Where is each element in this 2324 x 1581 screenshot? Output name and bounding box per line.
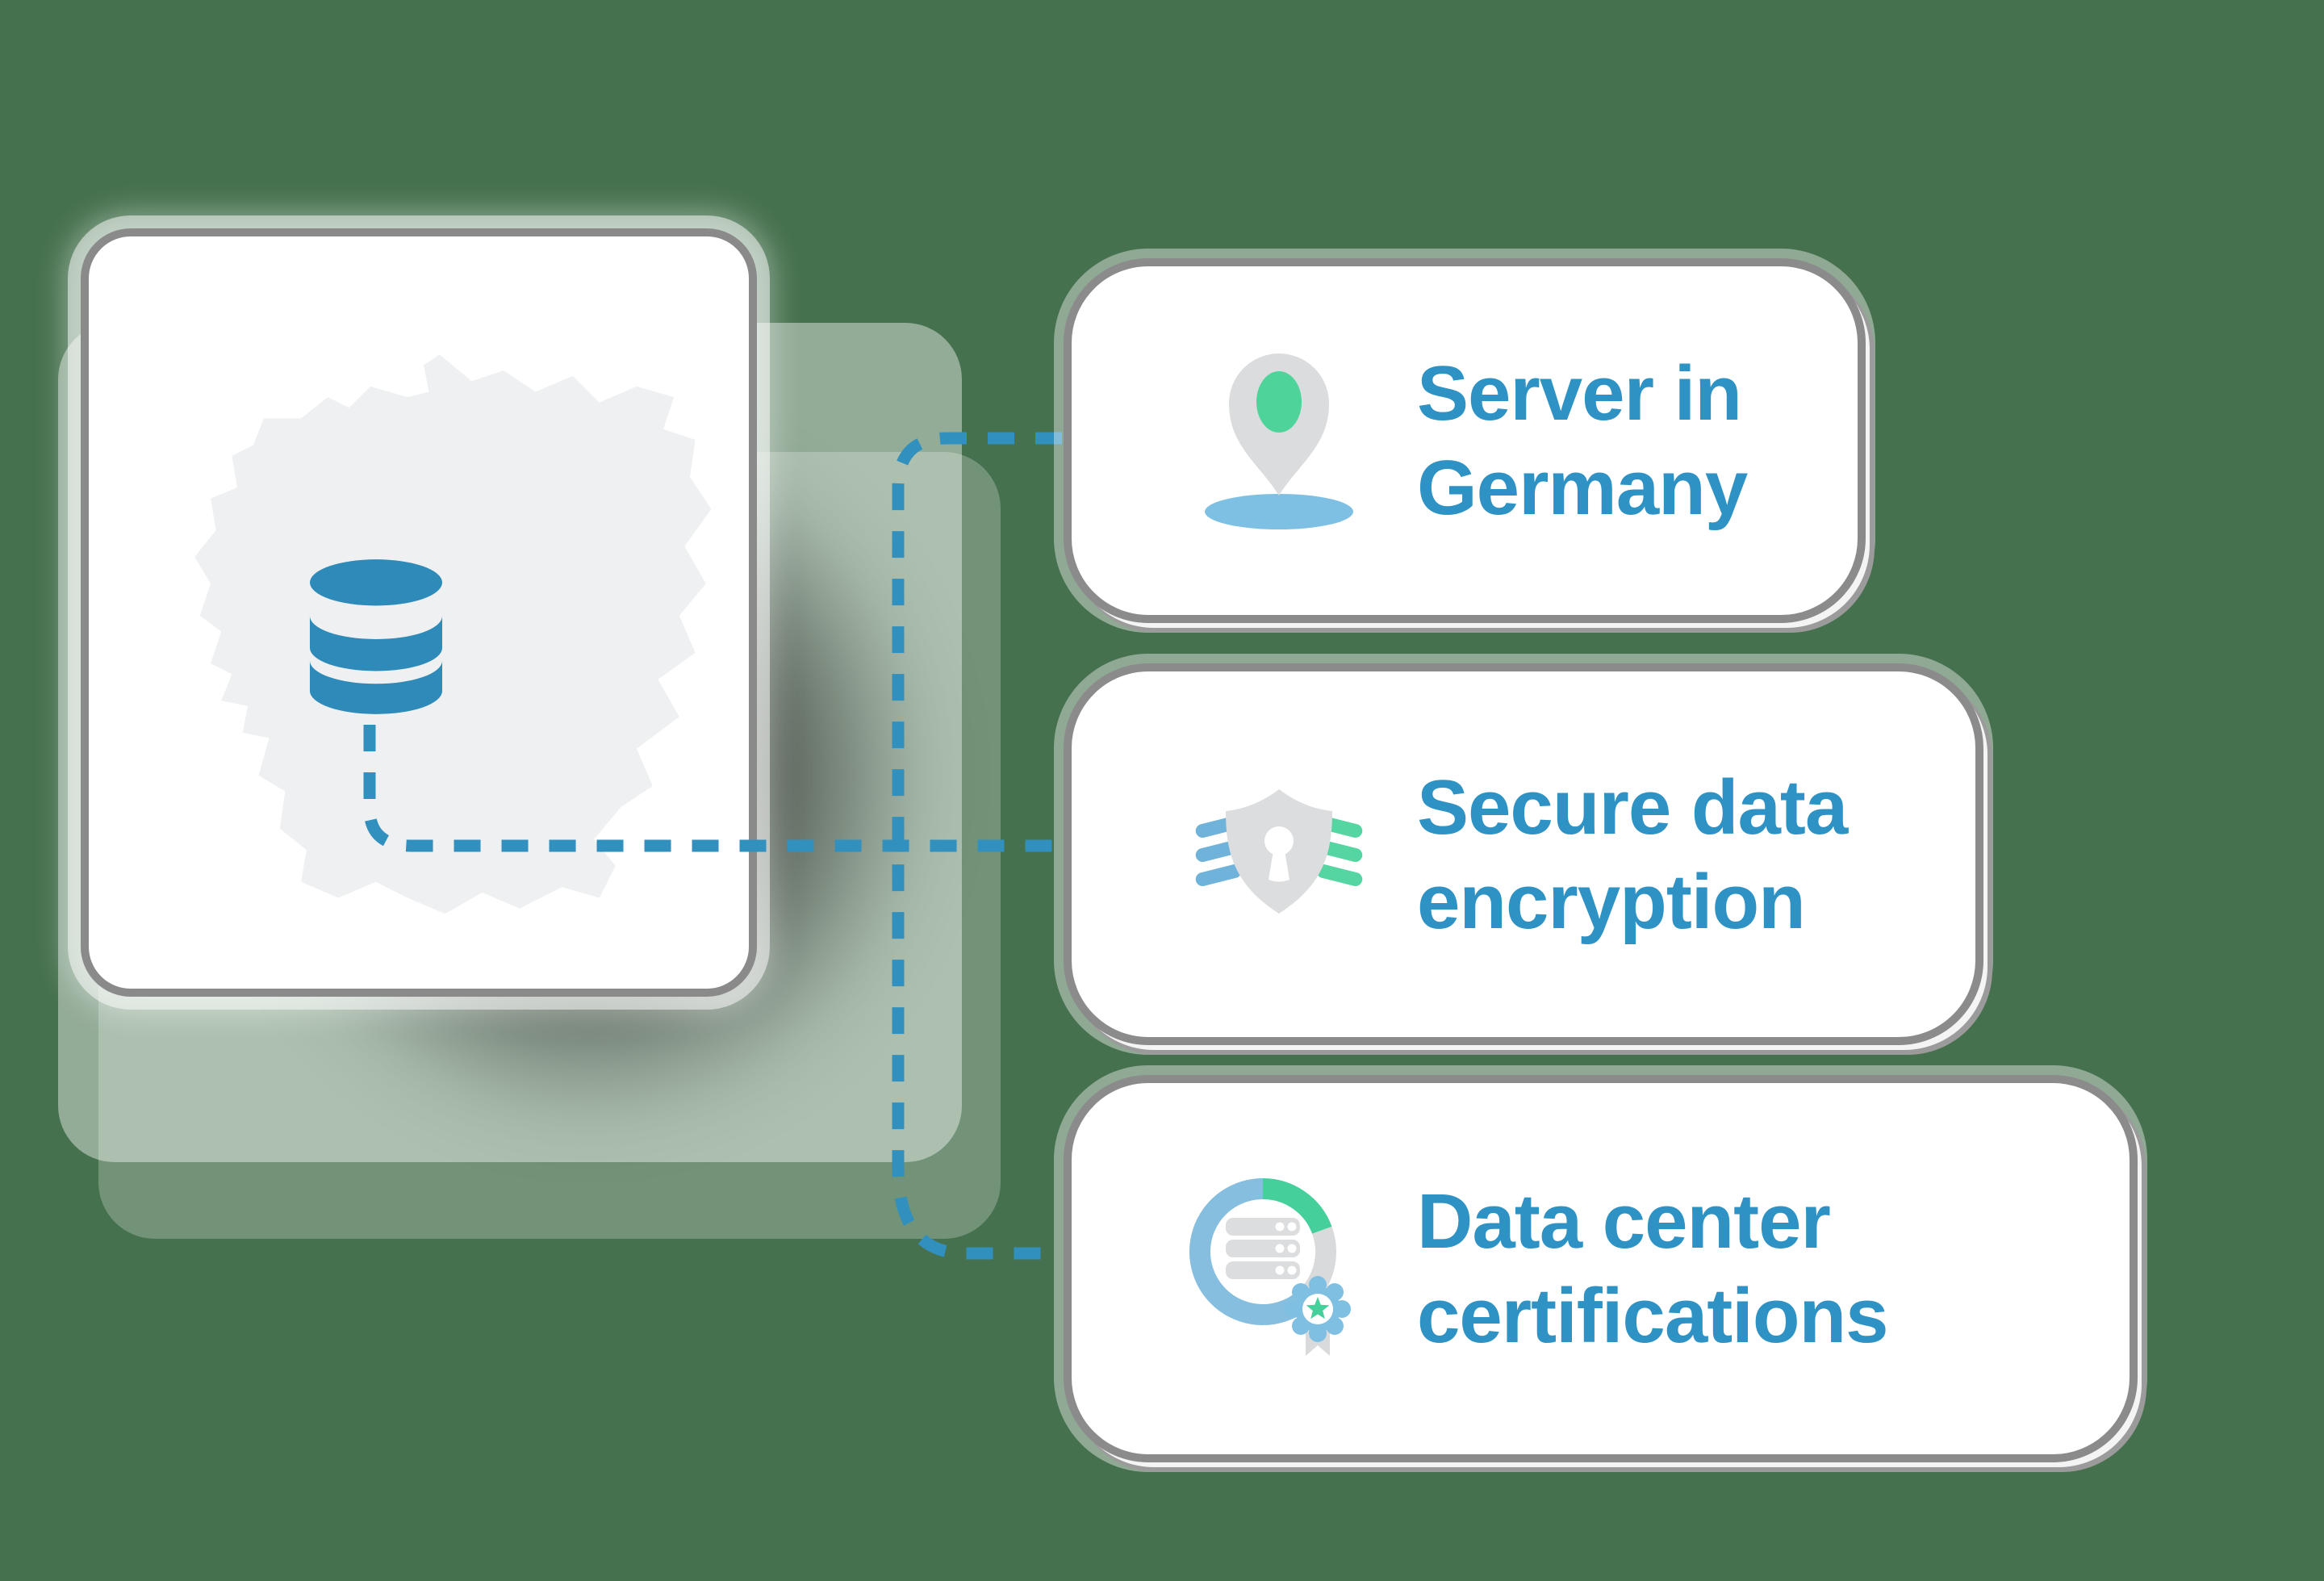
card-label-line1: Data center (1417, 1178, 1831, 1265)
certification-donut-icon (1189, 1178, 1351, 1356)
feature-card-data-center-certifications: Data center certifications (1064, 1075, 2138, 1462)
database-icon (309, 559, 443, 714)
shield-encryption-icon (1195, 788, 1363, 914)
card-label-line2: encryption (1417, 858, 1806, 945)
icon-box (1186, 778, 1372, 931)
location-pin-icon (1205, 353, 1353, 529)
feature-card-secure-data-encryption: Secure data encryption (1064, 663, 1983, 1045)
card-label-line2: Germany (1417, 445, 1748, 531)
icon-box (1186, 350, 1372, 532)
feature-card-server-in-germany: Server in Germany (1064, 258, 1866, 623)
germany-map-card (81, 228, 757, 997)
card-label-line1: Secure data (1417, 763, 1848, 851)
card-label: Secure data encryption (1417, 760, 1848, 949)
germany-map-silhouette-icon (194, 354, 712, 914)
card-label-line2: certifications (1417, 1273, 1889, 1359)
card-label: Server in Germany (1417, 346, 1748, 535)
card-label: Data center certifications (1417, 1174, 1889, 1363)
card-label-line1: Server in (1417, 350, 1742, 437)
icon-box (1186, 1175, 1372, 1362)
